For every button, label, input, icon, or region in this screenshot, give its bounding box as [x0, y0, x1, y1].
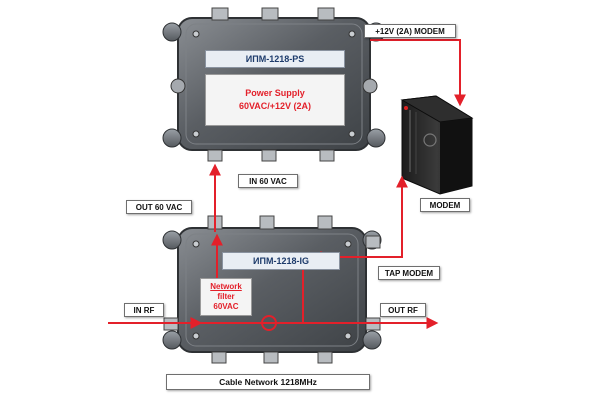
modem-device — [400, 95, 474, 195]
label-modem-power: +12V (2A) MODEM — [364, 24, 456, 38]
ps-panel-line1: Power Supply — [245, 88, 305, 98]
label-in-rf: IN RF — [124, 303, 164, 317]
filter-line3: 60VAC — [213, 302, 239, 311]
network-filter-box: Network filter 60VAC — [200, 278, 252, 316]
ps-panel-line2: 60VAC/+12V (2A) — [238, 101, 312, 111]
ps-model-plate: ИПМ-1218-PS — [205, 50, 345, 68]
ig-unit-housing — [162, 215, 382, 364]
filter-line1: Network — [210, 282, 242, 291]
label-out-60vac: OUT 60 VAC — [126, 200, 192, 214]
tap-modem-line — [340, 175, 408, 258]
ig-model-plate: ИПМ-1218-IG — [222, 252, 340, 270]
ps-info-panel: Power Supply 60VAC/+12V (2A) — [205, 74, 345, 126]
label-cable-network: Cable Network 1218MHz — [166, 374, 370, 390]
label-in-60vac: IN 60 VAC — [238, 174, 298, 188]
label-out-rf: OUT RF — [380, 303, 426, 317]
signal-lines — [108, 39, 466, 329]
label-tap-modem: TAP MODEM — [378, 266, 440, 280]
filter-line2: filter — [217, 292, 235, 301]
label-modem: MODEM — [420, 198, 470, 212]
coupler-ring — [261, 315, 277, 331]
modem-power-line — [370, 39, 466, 107]
